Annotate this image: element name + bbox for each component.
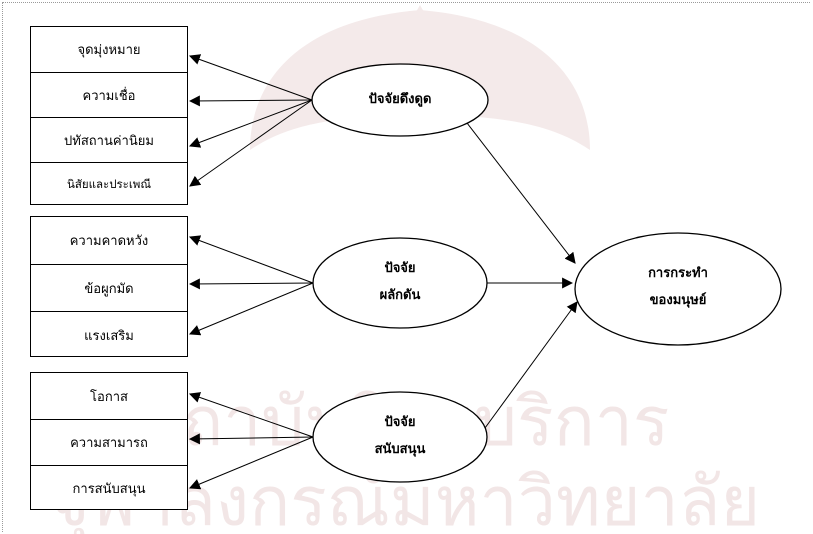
- factor-support-line2: สนับสนุน: [374, 442, 426, 457]
- support-item-3: การสนับสนุน: [31, 465, 187, 511]
- attract-item-4: นิสัยและประเพณี: [31, 162, 187, 206]
- factor-push-line2: ผลักดัน: [379, 288, 421, 303]
- attract-item-1: จุดมุ่งหมาย: [77, 43, 141, 58]
- arrow-factor1-to-item-3: [188, 99, 313, 148]
- factor-ellipse-attract: [311, 63, 489, 137]
- arrow-factor3-to-item-1: [188, 392, 314, 438]
- factor-label-attract: ปัจจัยดึงดูด: [320, 86, 480, 113]
- arrow-factor3-to-item-3: [188, 436, 314, 490]
- arrow-factor2-to-item-1: [188, 235, 314, 284]
- push-item-2: ข้อผูกมัด: [31, 264, 187, 311]
- factor-label-support: ปัจจัย สนับสนุน: [320, 409, 480, 463]
- arrow-factor3-to-outcome: [484, 301, 578, 429]
- push-items-box: ความคาดหวัง ข้อผูกมัด แรงเสริม: [30, 216, 188, 357]
- arrow-factor1-to-outcome: [466, 122, 576, 264]
- arrow-factor2-to-item-3: [188, 282, 314, 336]
- factor-label-push: ปัจจัย ผลักดัน: [320, 255, 480, 309]
- outcome-label: การกระทำ ของมนุษย์: [598, 260, 758, 314]
- factor-attract-line1: ปัจจัยดึงดูด: [368, 92, 432, 107]
- outcome-line2: ของมนุษย์: [649, 293, 707, 308]
- arrow-factor3-to-item-2: [188, 433, 314, 445]
- attract-items-box: จุดมุ่งหมาย ความเชื่อ ปทัสถานค่านิยม นิส…: [30, 26, 188, 205]
- arrow-factor1-to-item-2: [188, 95, 313, 107]
- push-item-3: แรงเสริม: [31, 311, 187, 358]
- factor-ellipse-push: [312, 237, 488, 329]
- outcome-line1: การกระทำ: [648, 266, 708, 281]
- support-item-2: ความสามารถ: [31, 419, 187, 465]
- arrow-factor1-to-item-4: [189, 99, 313, 187]
- arrow-factor2-to-item-2: [188, 278, 314, 290]
- factor-support-line1: ปัจจัย: [384, 415, 416, 430]
- factor-push-line1: ปัจจัย: [384, 261, 416, 276]
- outcome-ellipse: [574, 232, 782, 346]
- arrow-factor1-to-item-1: [188, 54, 313, 101]
- push-item-1: ความคาดหวัง: [69, 234, 149, 249]
- attract-item-3: ปทัสถานค่านิยม: [31, 117, 187, 162]
- support-items-box: โอกาส ความสามารถ การสนับสนุน: [30, 372, 188, 510]
- support-item-1: โอกาส: [90, 389, 128, 405]
- factor-ellipse-support: [312, 391, 488, 483]
- attract-item-2: ความเชื่อ: [31, 72, 187, 117]
